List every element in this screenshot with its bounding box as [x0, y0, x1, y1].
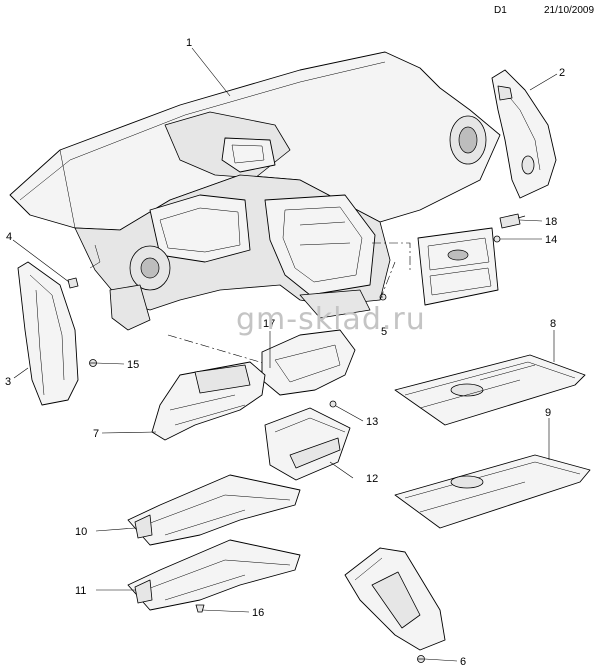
center-stack-trim-panel [417, 227, 499, 306]
part-11-lower-insulator [127, 539, 301, 611]
console-trim-bezel [344, 547, 446, 651]
part-17-lower-trim-panel [261, 329, 356, 396]
part-4-clip [67, 277, 79, 289]
part-10-lower-insulator [127, 474, 301, 546]
part-16-screw [195, 604, 205, 613]
part-3-left-end-trim [17, 261, 79, 406]
callout-17: 17 [263, 318, 275, 330]
part-8-insulator-panel [394, 354, 586, 426]
callout-3: 3 [5, 376, 11, 388]
callout-16: 16 [252, 607, 264, 619]
part-13-screw [329, 400, 337, 408]
callout-15: 15 [127, 359, 139, 371]
callout-10: 10 [75, 526, 87, 538]
callout-7: 7 [93, 428, 99, 440]
callout-5: 5 [381, 326, 387, 338]
part-6-screw [417, 655, 425, 663]
part-7-knee-bolster [151, 361, 266, 441]
callout-2: 2 [559, 67, 565, 79]
part-1-instrument-panel [9, 51, 501, 331]
callout-14: 14 [545, 234, 557, 246]
callout-11: 11 [75, 585, 86, 597]
callout-13: 13 [366, 416, 378, 428]
watermark-text: gm-sklad.ru [236, 302, 426, 337]
part-9-insulator-panel [394, 454, 591, 529]
part-12-glove-box [264, 407, 351, 481]
part-14-screw [493, 235, 501, 243]
callout-labels: 1 2 3 4 5 6 7 8 9 10 11 12 13 14 15 16 1… [5, 37, 565, 668]
callout-1: 1 [186, 37, 192, 49]
callout-12: 12 [366, 473, 378, 485]
callout-4: 4 [6, 231, 12, 243]
callout-8: 8 [550, 318, 556, 330]
diagram-date: 21/10/2009 [544, 5, 594, 16]
part-2-right-end-trim [491, 69, 557, 199]
callout-6: 6 [460, 656, 466, 668]
callout-9: 9 [545, 407, 551, 419]
part-18-switch [499, 213, 526, 229]
leader-lines [12, 47, 558, 662]
diagram-code: D1 [494, 5, 507, 16]
part-15-screw [89, 359, 97, 367]
callout-18: 18 [545, 216, 557, 228]
